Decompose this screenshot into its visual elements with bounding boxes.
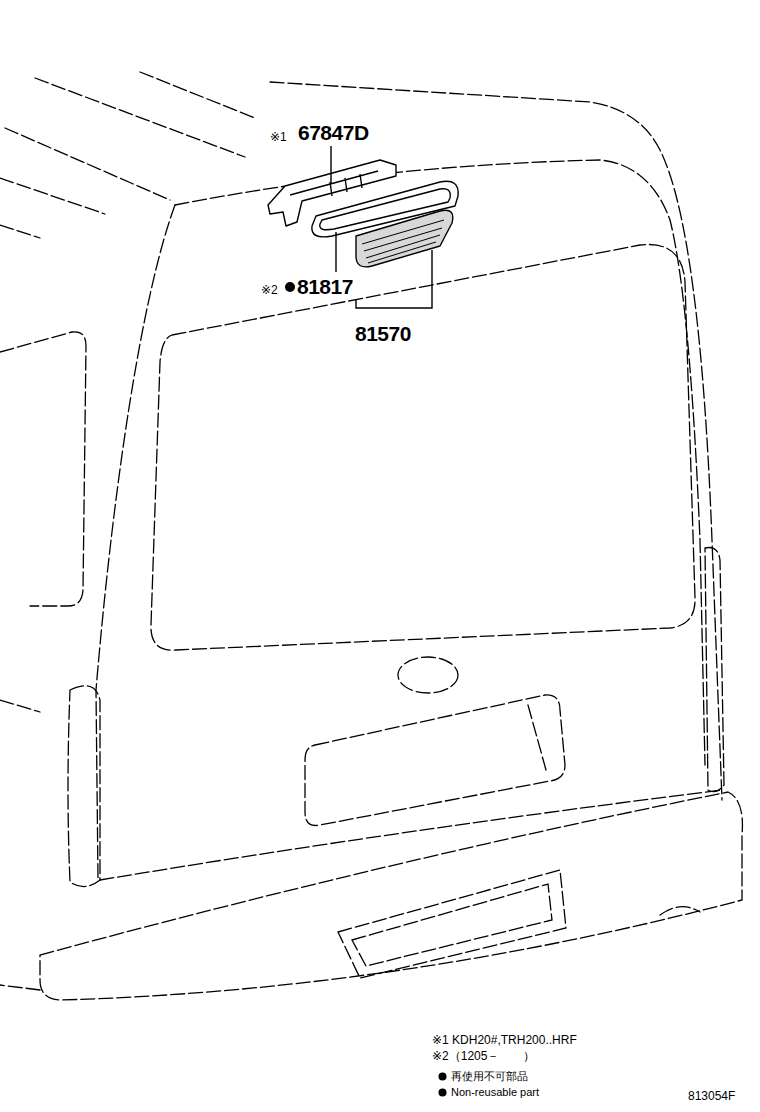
applicability-note-holder: ※1 KDH20#,TRH200..HRF — [432, 1030, 577, 1048]
leader-line — [330, 146, 331, 184]
bumper — [0, 985, 40, 990]
bumper-detail — [660, 907, 700, 915]
legend-dot — [438, 1088, 447, 1097]
plate-recess — [305, 695, 565, 826]
figure-code: 813054F — [688, 1089, 735, 1103]
bumper — [40, 792, 742, 1000]
part-number: 81817 — [297, 275, 353, 298]
note-marker: ※2 — [261, 283, 278, 297]
part-number: 81570 — [355, 322, 411, 345]
tail-light — [705, 548, 724, 792]
non-reusable-dot — [285, 282, 295, 292]
note-marker-holder: ※2 — [261, 280, 278, 298]
legend-dot — [439, 1072, 447, 1080]
body-line — [100, 790, 722, 880]
legend-dot — [438, 1072, 447, 1081]
roof-line — [140, 72, 255, 118]
roof-line — [0, 178, 105, 214]
plate-line — [528, 705, 546, 770]
lamp-bracket — [290, 171, 378, 196]
side-line — [0, 700, 40, 712]
leader-bracket — [356, 250, 432, 308]
roof-line — [5, 128, 170, 200]
legend-dot — [439, 1088, 447, 1096]
step-pad — [352, 884, 552, 966]
part-number-holder: 81570 — [355, 322, 411, 345]
window-outline — [151, 244, 695, 650]
note-marker-holder: ※1 — [270, 127, 287, 145]
applicability-note: ※1 KDH20#,TRH200..HRF — [432, 1033, 577, 1047]
part-number-holder: 81817 — [297, 275, 353, 298]
leader-line — [335, 232, 336, 272]
roof-line — [35, 78, 245, 157]
roof-line — [0, 225, 40, 238]
legend-text: 再使用不可部品 — [451, 1070, 528, 1082]
part-number-holder: 67847D — [298, 121, 369, 144]
door-outline — [96, 205, 175, 880]
legend-entry: 再使用不可部品 — [438, 1070, 528, 1082]
side-window — [0, 332, 86, 606]
door-outline — [175, 160, 705, 765]
note-marker: ※1 — [270, 130, 287, 144]
emblem — [398, 657, 458, 693]
tail-light — [68, 686, 100, 887]
part-number: 67847D — [298, 121, 369, 144]
date-note-holder: ※2（1205－ ） — [432, 1046, 535, 1064]
date-note: ※2（1205－ ） — [432, 1049, 535, 1063]
legend-text: Non-reusable part — [451, 1086, 539, 1098]
stop-lamp — [356, 210, 453, 267]
figure-code-holder: 813054F — [688, 1086, 735, 1104]
step-pad — [338, 870, 566, 978]
legend-entry: Non-reusable part — [438, 1086, 539, 1098]
